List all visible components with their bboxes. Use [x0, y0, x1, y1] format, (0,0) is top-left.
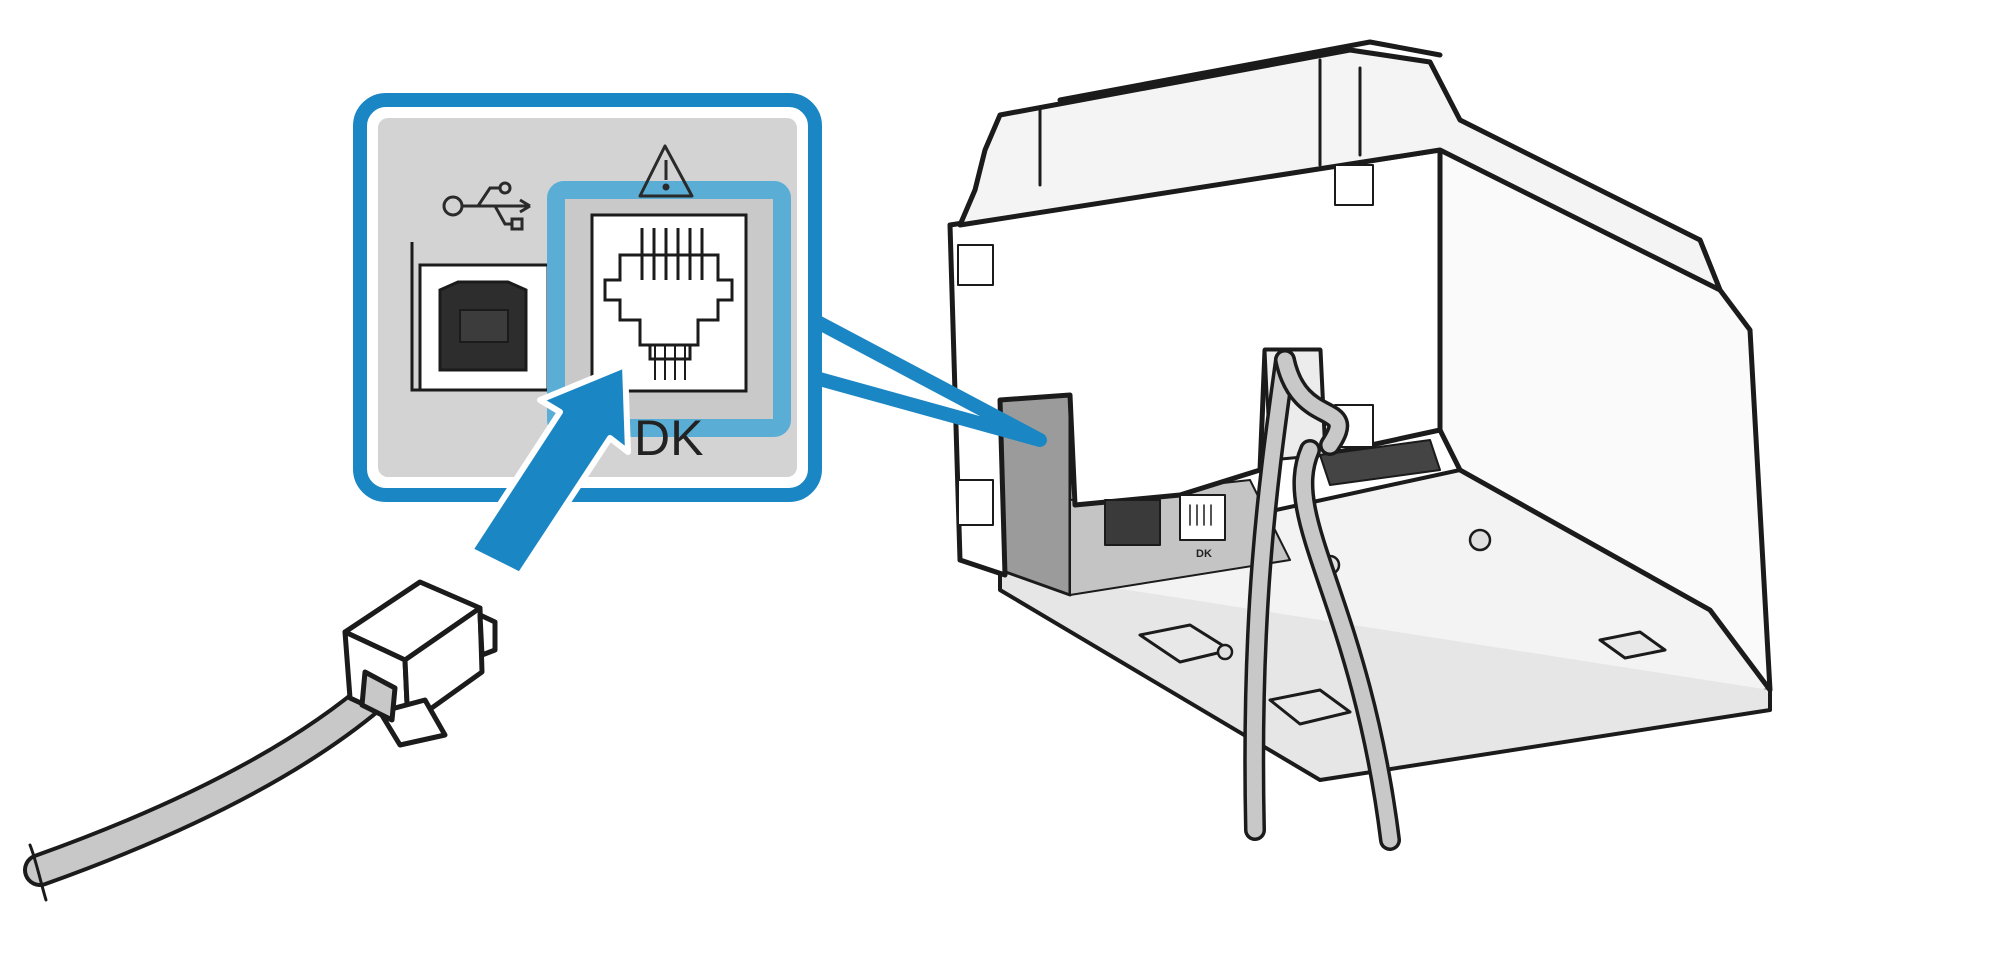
warning-triangle-icon [638, 144, 694, 198]
callout-dk-label: DK [634, 410, 703, 466]
insert-arrow-icon [467, 362, 631, 578]
printer-base-edge [998, 568, 1772, 782]
base-screw-1 [1216, 643, 1234, 661]
rj11-plug-icon [342, 579, 498, 748]
plug-latch [477, 612, 498, 658]
printer-lid-seam [1038, 58, 1362, 187]
rj11-cable [23, 673, 397, 902]
plug-clip [377, 697, 448, 748]
printer: DK [947, 39, 1773, 782]
base-screw-3 [1468, 528, 1492, 552]
base-recess-2 [1268, 688, 1352, 726]
usb-icon [442, 181, 531, 231]
rear-tab-right [1334, 164, 1374, 206]
callout: DK [353, 93, 1047, 578]
printer-rear-face [947, 147, 1443, 578]
printer-upper-rim [1057, 39, 1443, 103]
plug-cable-entry [359, 669, 398, 723]
printer-cable-1 [1246, 352, 1293, 838]
rear-tab-left [957, 244, 994, 286]
printer-top-cover [957, 47, 1723, 293]
printer-dk-port-pins [1189, 504, 1212, 526]
usb-b-port [410, 242, 557, 392]
rj11-jack [590, 213, 748, 393]
printer-cables [1243, 349, 1401, 851]
printer-usb-port [1104, 499, 1161, 546]
printer-dk-port [1179, 494, 1226, 541]
base-recess-3 [1598, 630, 1667, 660]
cable-body [27, 677, 393, 883]
printer-cable-2 [1295, 442, 1398, 848]
printer-cable-loop [1277, 352, 1346, 453]
rear-side-cable-clip [1319, 439, 1441, 486]
cable-cut-end [28, 843, 48, 902]
rear-tab-lower-left [957, 479, 994, 526]
printer-dk-label: DK [1196, 548, 1212, 560]
